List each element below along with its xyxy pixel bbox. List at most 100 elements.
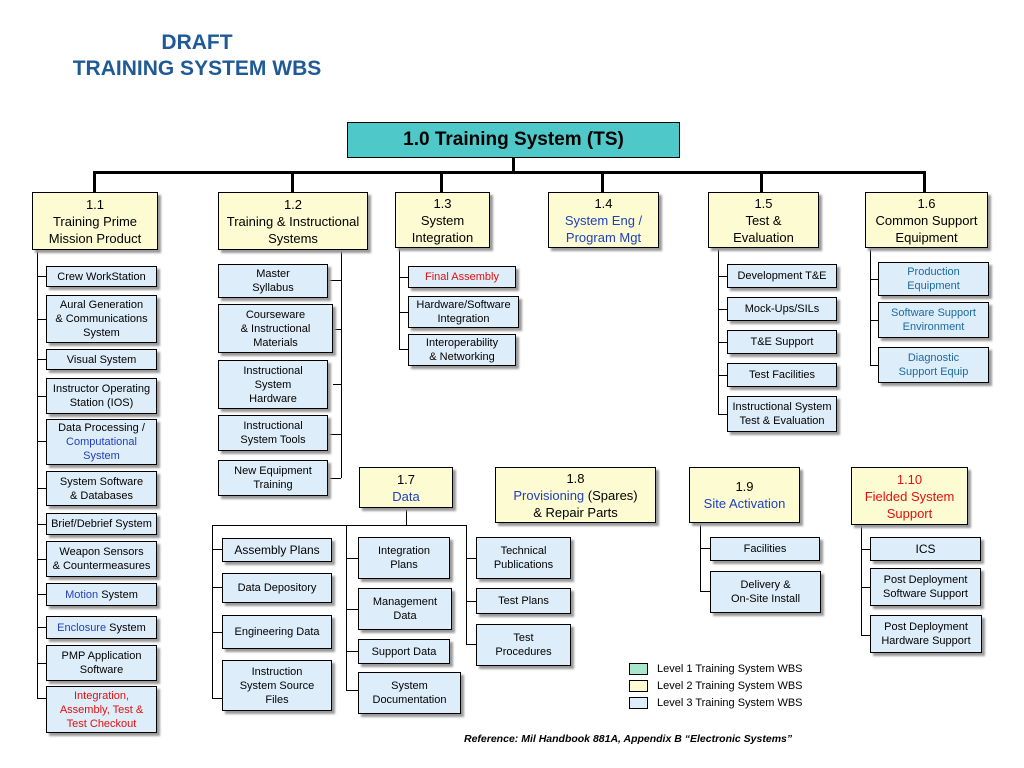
- wbs-1-2-number: 1.2: [283, 196, 303, 212]
- wbs-1-5-line1: Test &: [745, 212, 782, 228]
- wbs-1-7-item: System Documentation: [358, 672, 461, 714]
- item-line1: Facilities: [743, 543, 787, 555]
- wbs-1-7-box: 1.7 Data: [359, 467, 453, 508]
- item-line3: System: [83, 450, 120, 462]
- wbs-1-3-item: Interoperability & Networking: [408, 334, 516, 366]
- item-line1: Courseware: [245, 308, 306, 321]
- item-line2: Test & Evaluation: [739, 415, 825, 427]
- wbs-1-1-line2: Mission Product: [48, 230, 142, 246]
- item-line2: & Databases: [70, 489, 133, 502]
- wbs-1-7-item: Engineering Data: [222, 615, 332, 649]
- item-line1: T&E Support: [750, 336, 814, 348]
- wbs-1-3-box: 1.3 System Integration: [395, 192, 490, 248]
- item-line2: Documentation: [372, 694, 447, 706]
- wbs-1-2-item: Instructional System Hardware: [218, 360, 328, 409]
- wbs-1-3-number: 1.3: [433, 195, 452, 211]
- item-line2: Equipment: [907, 280, 960, 292]
- wbs-1-8-line1b: (Spares): [584, 487, 638, 503]
- wbs-1-2-item: Instructional System Tools: [218, 415, 328, 451]
- item-line2: Plans: [390, 559, 418, 571]
- wbs-1-2-line2: Systems: [268, 230, 318, 246]
- wbs-1-5-item: Test Facilities: [727, 363, 837, 387]
- item-line3: Files: [265, 693, 289, 706]
- wbs-1-7-item: Test Procedures: [476, 624, 571, 666]
- wbs-1-1-item: Weapon Sensors & Countermeasures: [46, 541, 157, 577]
- wbs-1-2-line1: Training & Instructional: [226, 213, 360, 229]
- wbs-1-7-item: Technical Publications: [476, 537, 571, 579]
- item-line1: Instructional: [243, 364, 303, 377]
- title-line-1: DRAFT: [161, 31, 233, 54]
- wbs-1-1-item: Data Processing / Computational System: [46, 419, 157, 465]
- item-line1: Enclosure System: [57, 621, 146, 635]
- wbs-1-2-box: 1.2 Training & Instructional Systems: [218, 192, 368, 250]
- item-line2: Integration: [437, 313, 490, 325]
- item-line3: Hardware: [249, 392, 297, 405]
- item-line1: PMP Application: [61, 650, 142, 662]
- item-line1: System Software: [59, 475, 144, 488]
- reference-note: Reference: Mil Handbook 881A, Appendix B…: [464, 733, 793, 745]
- wbs-1-4-line1: System Eng /: [564, 212, 643, 228]
- wbs-1-4-number: 1.4: [594, 195, 613, 211]
- item-line1: Production: [907, 266, 960, 278]
- wbs-1-7-item: Assembly Plans: [222, 538, 332, 562]
- item-line2: Publications: [493, 559, 554, 571]
- item-line1: Assembly Plans: [234, 543, 320, 557]
- legend-item: Level 2 Training System WBS: [629, 680, 803, 692]
- item-line1a: Enclosure: [57, 621, 107, 634]
- wbs-1-9-item: Delivery & On-Site Install: [710, 571, 821, 613]
- wbs-1-1-line1: Training Prime: [52, 213, 138, 229]
- wbs-1-6-line1: Common Support: [875, 212, 978, 228]
- wbs-1-1-item: Integration, Assembly, Test & Test Check…: [46, 686, 157, 733]
- legend-label: Level 1 Training System WBS: [657, 663, 803, 675]
- item-line1: Support Data: [371, 645, 437, 658]
- item-line1: Data Processing /: [58, 422, 145, 434]
- wbs-1-7-item: Instruction System Source Files: [222, 660, 332, 711]
- wbs-1-5-box: 1.5 Test & Evaluation: [708, 192, 819, 248]
- item-line3: Materials: [253, 336, 298, 349]
- wbs-1-1-item: Aural Generation & Communications System: [46, 295, 157, 343]
- item-line2: System Source: [239, 679, 315, 692]
- wbs-1-5-number: 1.5: [754, 195, 773, 211]
- legend-swatch: [629, 697, 648, 709]
- wbs-1-10-item: Post Deployment Software Support: [870, 568, 981, 606]
- item-line1: Master: [256, 268, 290, 280]
- item-line1: Final Assembly: [425, 271, 499, 283]
- item-line2: & Instructional: [240, 322, 311, 335]
- item-line2: Syllabus: [252, 282, 294, 294]
- wbs-1-9-box: 1.9 Site Activation: [689, 467, 800, 523]
- page-title: DRAFT TRAINING SYSTEM WBS: [22, 30, 372, 82]
- item-line2: & Communications: [55, 313, 148, 325]
- item-line1: New Equipment: [234, 465, 312, 477]
- item-line1b: System: [98, 588, 138, 601]
- item-line1: Test: [513, 632, 534, 644]
- wbs-1-1-item: Enclosure System: [46, 616, 157, 639]
- item-line1: Visual System: [66, 353, 137, 366]
- item-line1: Instructional: [243, 420, 303, 432]
- wbs-1-1-number: 1.1: [85, 196, 105, 212]
- wbs-1-5-item: T&E Support: [727, 330, 837, 354]
- item-line1: Integration: [378, 545, 430, 557]
- item-line1: Technical: [500, 545, 547, 557]
- wbs-1-10-item: ICS: [870, 537, 981, 561]
- legend-swatch: [629, 663, 648, 675]
- wbs-1-3-line2: Integration: [411, 229, 474, 245]
- item-line2: System Tools: [240, 434, 306, 446]
- item-line1: System: [391, 680, 428, 692]
- item-line1: Instructor Operating: [52, 383, 151, 395]
- wbs-1-10-box: 1.10 Fielded System Support: [851, 467, 968, 525]
- wbs-1-9-item: Facilities: [710, 537, 820, 561]
- item-line1: Diagnostic: [907, 352, 960, 364]
- item-line2: Procedures: [495, 646, 552, 658]
- legend-item: Level 1 Training System WBS: [629, 663, 803, 675]
- legend-label: Level 3 Training System WBS: [657, 697, 803, 709]
- wbs-1-6-box: 1.6 Common Support Equipment: [865, 192, 988, 248]
- wbs-1-5-item: Instructional System Test & Evaluation: [727, 396, 837, 432]
- title-line-2: TRAINING SYSTEM WBS: [72, 57, 322, 80]
- item-line1: Delivery &: [740, 579, 791, 591]
- wbs-1-7-item: Management Data: [358, 588, 452, 630]
- item-line1a: Motion: [65, 588, 99, 601]
- wbs-1-6-item: Diagnostic Support Equip: [878, 347, 989, 383]
- wbs-1-4-box: 1.4 System Eng / Program Mgt: [548, 192, 659, 248]
- wbs-1-8-box: 1.8 Provisioning (Spares) & Repair Parts: [495, 467, 656, 523]
- item-line1: Brief/Debrief System: [51, 518, 152, 530]
